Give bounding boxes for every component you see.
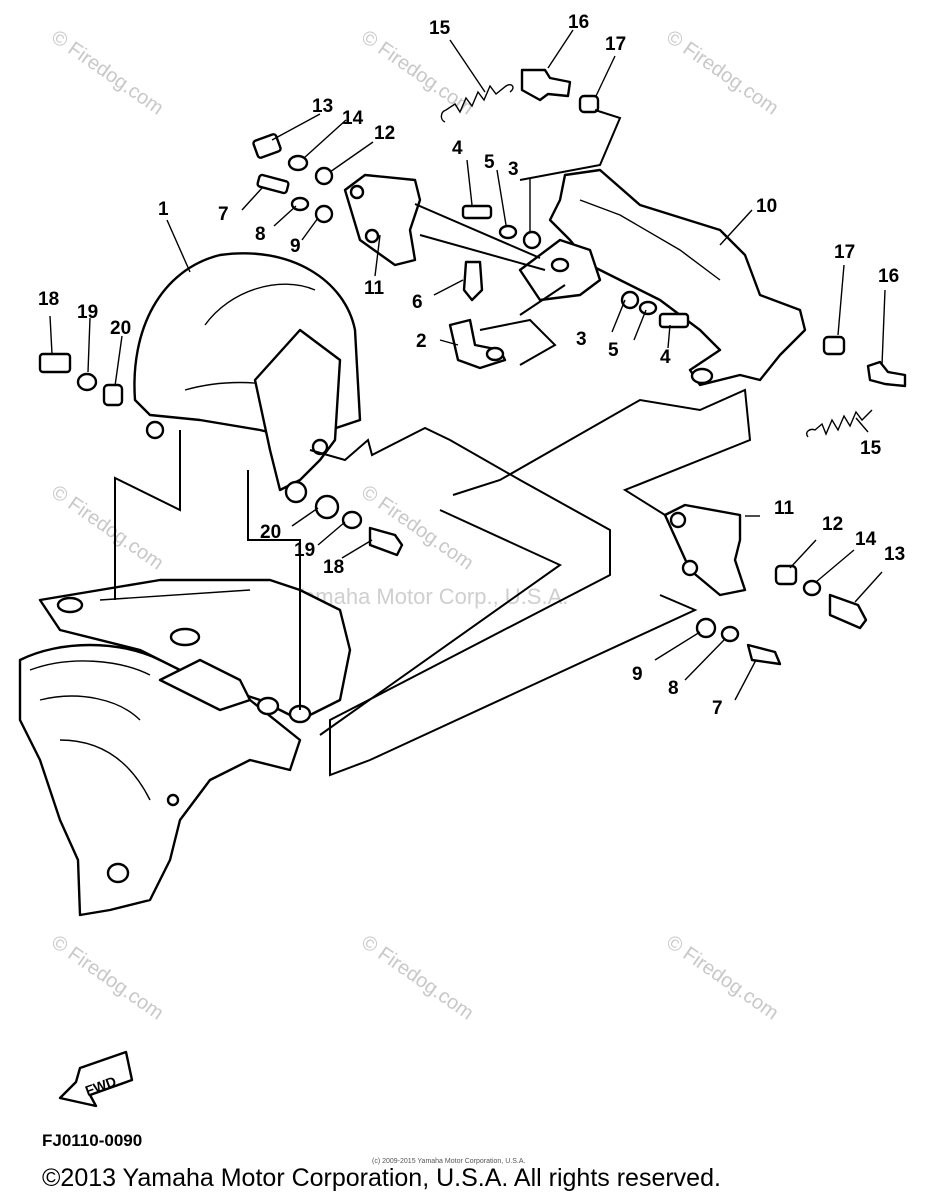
callout-13: 13 [312,96,333,117]
callout-4: 4 [452,138,463,159]
mid-watermark: Yamaha Motor Corp., U.S.A. [290,584,568,609]
callout-13: 13 [884,544,905,565]
watermark: © Firedog.com [357,931,477,1024]
watermark: © Firedog.com [47,26,167,119]
callout-3: 3 [508,159,519,180]
callout-17: 17 [605,34,626,55]
figure-code: FJ0110-0090 [42,1131,142,1150]
watermark: © Firedog.com [662,931,782,1024]
callout-11: 11 [364,278,385,299]
callout-16: 16 [878,266,899,287]
callout-14: 14 [342,108,364,129]
callout-6: 6 [412,292,423,313]
callout-10: 10 [756,196,777,217]
callout-1: 1 [158,199,169,220]
callout-9: 9 [632,664,643,685]
callout-5: 5 [608,340,619,361]
callout-11: 11 [774,498,795,519]
callout-15: 15 [429,18,451,39]
callout-4: 4 [660,347,671,368]
steering-bracket [518,168,807,387]
callout-16: 16 [568,12,589,33]
link-plate-upper [343,173,422,267]
fwd-arrow-icon: FWD [58,1050,134,1108]
watermark: © Firedog.com [357,26,477,119]
watermark: © Firedog.com [662,26,782,119]
callout-2: 2 [416,331,427,352]
callout-19: 19 [77,302,98,323]
callout-8: 8 [255,224,266,245]
nozzle-cover [133,252,362,504]
watermark: © Firedog.com [47,931,167,1024]
callout-12: 12 [822,514,843,535]
callout-7: 7 [712,698,723,719]
callout-17: 17 [834,242,855,263]
callout-19: 19 [294,540,315,561]
callout-3: 3 [576,329,587,350]
copyright-notice: ©2013 Yamaha Motor Corporation, U.S.A. A… [42,1164,721,1192]
callout-9: 9 [290,236,301,257]
watermark: © Firedog.com [357,481,477,574]
callout-20: 20 [260,522,281,543]
callout-18: 18 [38,289,59,310]
callout-14: 14 [855,529,877,550]
leader-lines [49,29,886,701]
link-plate-lower [663,503,747,597]
tiny-copyright: (c) 2009-2015 Yamaha Motor Corporation, … [372,1158,525,1165]
callout-20: 20 [110,318,131,339]
assembly-lines [114,109,752,777]
callout-labels: 1 2 3 3 4 4 5 5 6 7 7 8 8 9 9 10 11 11 1… [38,12,905,719]
hull-assembly [18,578,352,917]
hardware-parts [38,68,907,666]
callout-18: 18 [323,557,344,578]
callout-5: 5 [484,152,495,173]
callout-15: 15 [860,438,882,459]
callout-12: 12 [374,123,395,144]
callout-8: 8 [668,678,679,699]
callout-7: 7 [218,204,229,225]
